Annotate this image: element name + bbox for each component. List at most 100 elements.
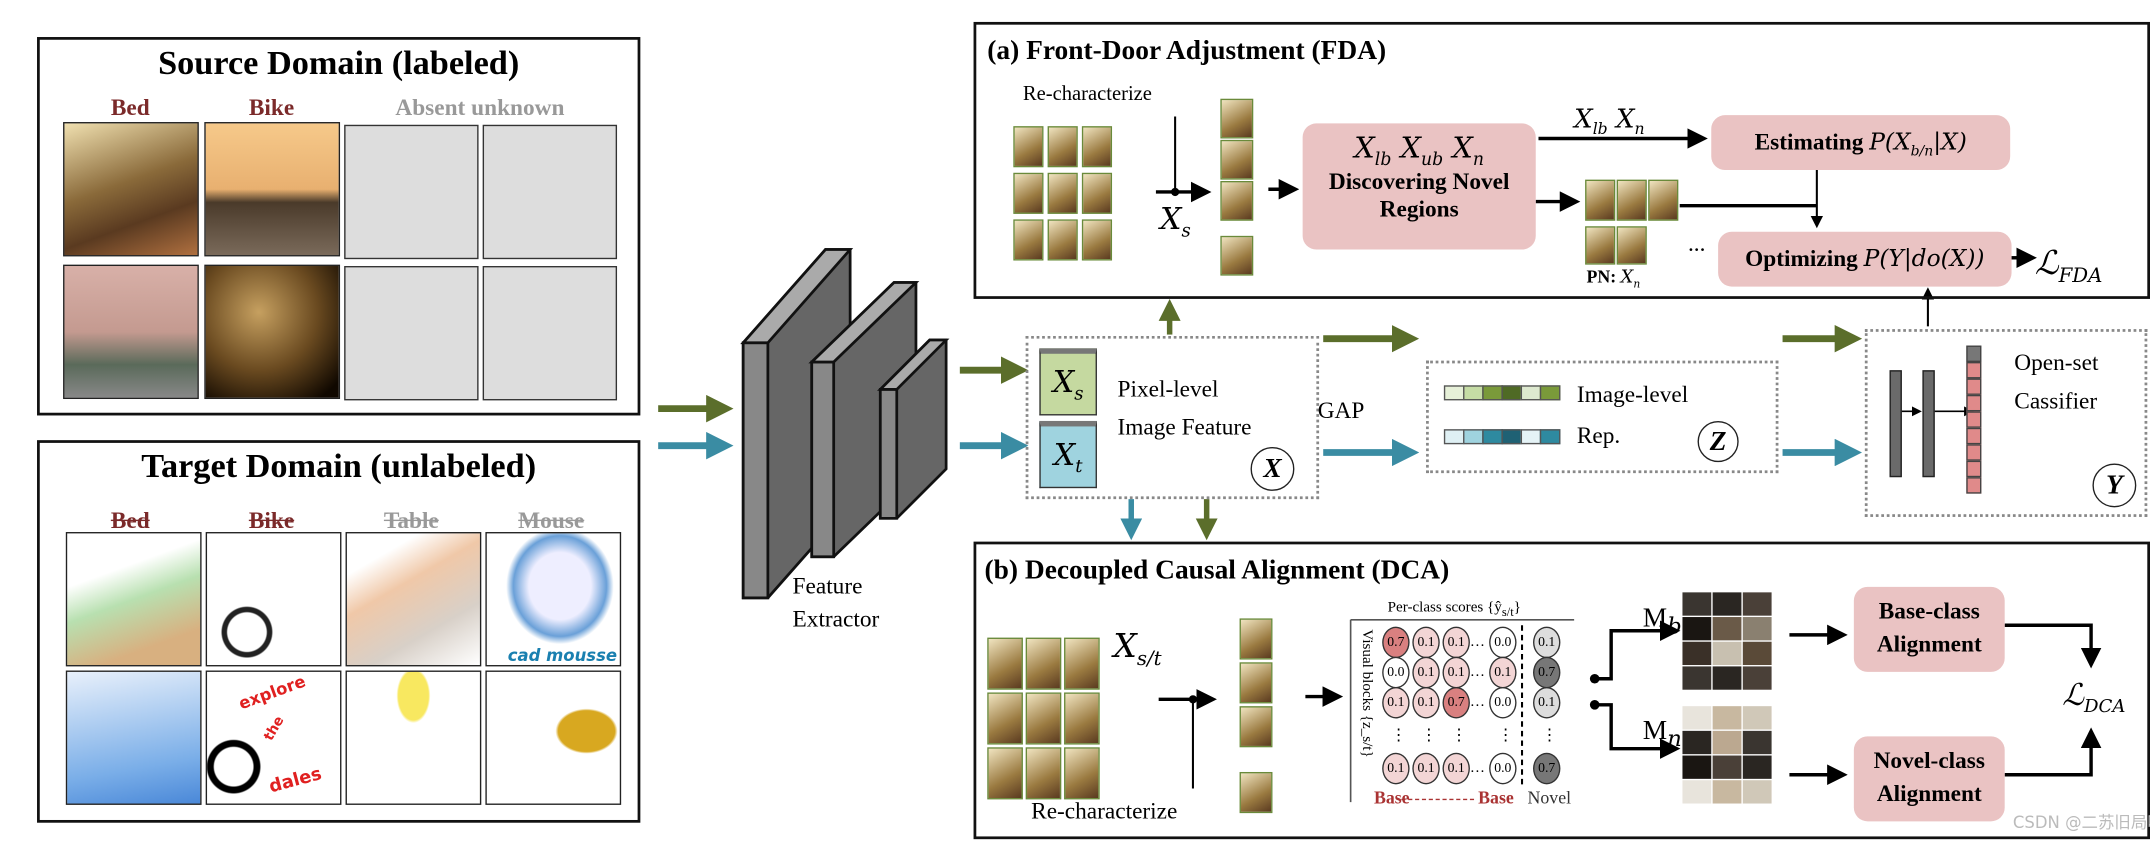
score-cell: 0.1 <box>1412 656 1440 689</box>
mb-label: Mb <box>1642 603 1682 639</box>
rep-cube <box>1482 385 1503 401</box>
image-patch <box>1081 219 1113 261</box>
score-cell: 0.1 <box>1382 686 1410 719</box>
score-cell: 0.1 <box>1412 752 1440 785</box>
rep-cube <box>1443 385 1465 401</box>
z-symbol: Z <box>1697 420 1739 463</box>
target-clipart-bike-2: explore the dales <box>205 670 342 805</box>
mask-cell <box>1682 780 1712 804</box>
mask-cell <box>1682 755 1712 779</box>
image-patch <box>1616 179 1647 221</box>
source-domain-title: Source Domain (labeled) <box>158 45 520 83</box>
source-domain-panel: Source Domain (labeled) Bed Bike Absent … <box>37 37 641 416</box>
image-patch <box>1220 180 1254 221</box>
x-symbol: X <box>1250 447 1295 491</box>
mask-cell <box>1682 730 1712 755</box>
image-level-text: Image-level <box>1576 381 1689 408</box>
target-clipart-bed-1 <box>65 532 202 667</box>
target-clipart-mouse-2 <box>485 670 622 805</box>
base-label-end: Base <box>1478 787 1514 808</box>
image-patch <box>1047 172 1078 214</box>
score-cell: 0.7 <box>1382 626 1410 659</box>
fda-recharacterize-label: Re-characterize <box>1022 83 1152 106</box>
image-patch <box>1047 219 1078 261</box>
image-patch <box>1220 98 1254 139</box>
mask-cell <box>1682 641 1712 666</box>
score-cell: 0.1 <box>1442 656 1470 689</box>
pixel-feature-box: Xs Xt Pixel-level Image Feature X <box>1025 335 1320 500</box>
target-clipart-bike-1 <box>205 532 342 667</box>
image-level-rep-box: Image-level Rep. Z <box>1426 360 1779 474</box>
image-patch <box>1013 126 1044 168</box>
mask-cell <box>1682 706 1712 730</box>
image-patch <box>987 637 1023 690</box>
mb-branch-arrow <box>1594 620 1681 681</box>
discover-vars: Xlb Xub Xn <box>1354 131 1485 169</box>
source-image-bed-2 <box>63 264 199 400</box>
score-cell: 0.1 <box>1412 626 1440 659</box>
rep-cube <box>1501 385 1523 401</box>
dca-loss: ℒDCA <box>2062 678 2126 718</box>
dca-panel: (b) Decoupled Causal Alignment (DCA) Xs/… <box>973 541 2150 840</box>
score-cell: 0.7 <box>1533 656 1561 689</box>
visual-blocks-label: Visual blocks {z_s/t} <box>1358 629 1376 758</box>
image-patch <box>1013 219 1044 261</box>
mask-cell <box>1712 755 1742 779</box>
target-label-bike: Bike <box>248 507 295 534</box>
absent-placeholder <box>344 266 479 401</box>
image-patch <box>1064 747 1100 800</box>
rep-cube <box>1539 385 1561 401</box>
score-cell: 0.1 <box>1489 656 1517 689</box>
pn-label: PN: Xn <box>1586 266 1641 291</box>
output-unit <box>1966 394 1982 412</box>
mask-cell <box>1742 706 1772 730</box>
output-unit <box>1966 378 1982 395</box>
target-domain-panel: Target Domain (unlabeled) Bed Bike Table… <box>37 440 641 823</box>
cassifier-text: Cassifier <box>2014 388 2098 415</box>
rep-cube <box>1443 429 1465 445</box>
watermark: CSDN @二苏旧局吖 <box>2012 813 2150 833</box>
image-patch <box>1616 226 1647 265</box>
mask-cell <box>1742 730 1772 755</box>
source-label-bed: Bed <box>110 94 150 121</box>
classifier-layer <box>1889 370 1902 478</box>
gap-label: GAP <box>1317 397 1365 424</box>
rep-cube <box>1463 385 1484 401</box>
mask-cell <box>1712 617 1742 641</box>
output-unit <box>1966 345 1982 362</box>
image-patch <box>1081 126 1113 168</box>
image-patch <box>1025 692 1062 745</box>
novel-label: Novel <box>1527 787 1572 808</box>
base-label-start: Base <box>1373 787 1410 808</box>
target-clipart-table-2 <box>345 670 482 805</box>
score-cell: 0.1 <box>1533 626 1561 659</box>
extractor-label-line1: Feature <box>792 573 863 600</box>
image-patch <box>1220 139 1254 180</box>
image-patch <box>1025 747 1062 800</box>
image-patch <box>1013 172 1044 214</box>
score-cell: 0.0 <box>1489 686 1517 719</box>
rep-cube <box>1520 385 1542 401</box>
ellipsis: … <box>1469 759 1486 777</box>
vertical-ellipsis: ⋮ <box>1541 725 1558 745</box>
score-cell: 0.0 <box>1489 752 1517 785</box>
fda-xs: Xs <box>1160 202 1191 242</box>
mn-label: Mn <box>1642 715 1682 752</box>
base-align-to-loss-arrow <box>2004 623 2102 669</box>
ellipsis: … <box>1469 633 1486 650</box>
rep-cube <box>1482 429 1503 445</box>
mask-cell <box>1712 706 1742 730</box>
mask-cell <box>1742 780 1772 804</box>
dca-xst: Xs/t <box>1113 626 1162 671</box>
absent-placeholder <box>344 124 479 260</box>
image-patch <box>1220 235 1254 276</box>
rep-cube <box>1501 429 1523 445</box>
mask-cell <box>1712 641 1742 666</box>
discover-line1: Discovering Novel <box>1328 168 1510 195</box>
score-cell: 0.1 <box>1442 752 1470 785</box>
vertical-ellipsis: ⋮ <box>1450 725 1468 745</box>
mask-cell <box>1742 617 1772 641</box>
mask-cell <box>1742 666 1772 690</box>
